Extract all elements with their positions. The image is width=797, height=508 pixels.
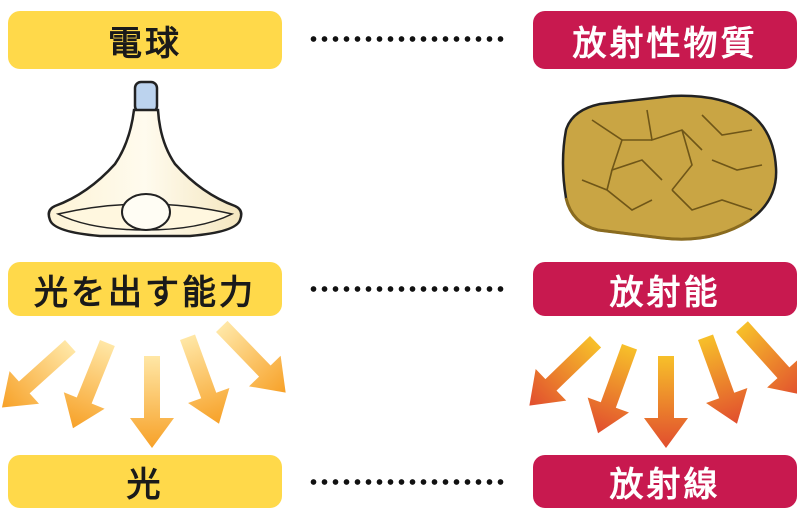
- pill-radioactivity: 放射能: [533, 262, 797, 316]
- label-light-bulb: 電球: [108, 23, 182, 64]
- label-radioactivity: 放射能: [609, 272, 721, 313]
- pill-radioactive-material: 放射性物質: [533, 11, 797, 69]
- pill-light-bulb: 電球: [8, 11, 282, 69]
- radioactive-rock-icon: [561, 94, 778, 241]
- pill-radiation: 放射線: [533, 455, 797, 508]
- label-light: 光: [126, 465, 164, 505]
- dotted-connector-2: [308, 285, 508, 293]
- arrow-spread-down-icon: [1, 320, 286, 448]
- label-light-emitting-ability: 光を出す能力: [34, 272, 256, 313]
- dotted-connector-1: [308, 35, 508, 43]
- pill-light-emitting-ability: 光を出す能力: [8, 262, 282, 316]
- light-bulb-icon: [47, 80, 243, 238]
- label-radioactive-material: 放射性物質: [572, 23, 758, 64]
- arrow-spread-down-icon: [529, 321, 797, 448]
- label-radiation: 放射線: [609, 465, 721, 505]
- pill-light: 光: [8, 455, 282, 508]
- dotted-connector-3: [308, 478, 508, 486]
